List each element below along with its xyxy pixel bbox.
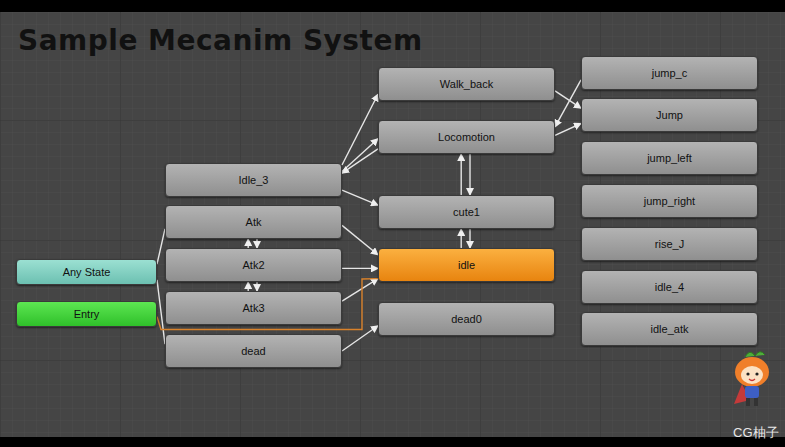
transition-arrow <box>157 229 165 264</box>
state-box: rise_J <box>581 227 758 261</box>
state-name: Atk3 <box>242 302 264 314</box>
state-name: idle_atk <box>651 323 689 335</box>
state-name: jump_left <box>647 152 692 164</box>
transition-arrow <box>461 154 462 195</box>
state-box: Locomotion <box>378 120 555 154</box>
transition-arrow <box>342 225 378 254</box>
state-name: dead0 <box>451 313 482 325</box>
transition-arrow <box>555 124 581 136</box>
state-box: Atk2 <box>165 248 342 282</box>
transition-arrow <box>469 229 470 248</box>
state-box: dead <box>165 334 342 368</box>
state-name: jump_right <box>644 195 695 207</box>
state-box: Atk3 <box>165 291 342 325</box>
transition-arrow <box>157 279 378 330</box>
state-name: Entry <box>74 308 100 320</box>
state-name: jump_c <box>652 67 687 79</box>
transition-arrow <box>256 239 257 248</box>
transition-arrow <box>157 280 165 344</box>
state-box: jump_left <box>581 141 758 175</box>
transition-arrow <box>247 239 248 248</box>
diagram-title: Sample Mecanim System <box>18 24 423 57</box>
state-name: Locomotion <box>438 131 495 143</box>
transition-arrow <box>342 149 378 173</box>
transition-arrow <box>461 229 462 248</box>
state-box: Any State <box>16 259 157 285</box>
transition-arrow <box>469 154 470 195</box>
state-name: idle <box>458 259 475 271</box>
state-box: Entry <box>16 301 157 327</box>
state-name: Atk <box>246 216 262 228</box>
state-box: idle_atk <box>581 312 758 346</box>
state-box: cute1 <box>378 195 555 229</box>
transition-arrow <box>247 282 248 291</box>
transition-arrow <box>256 282 257 291</box>
state-box: jump_c <box>581 56 758 90</box>
state-name: Atk2 <box>242 259 264 271</box>
state-name: Idle_3 <box>239 174 269 186</box>
state-box: Atk <box>165 205 342 239</box>
state-name: Walk_back <box>440 78 493 90</box>
state-box: idle <box>378 248 555 282</box>
transition-arrow <box>342 94 378 165</box>
state-box: jump_right <box>581 184 758 218</box>
transition-arrow <box>342 268 378 269</box>
state-name: idle_4 <box>655 281 684 293</box>
state-box: Jump <box>581 98 758 132</box>
state-name: Any State <box>63 266 111 278</box>
transition-arrow <box>555 91 581 108</box>
state-name: dead <box>241 345 265 357</box>
transition-arrow <box>555 80 581 127</box>
transition-arrow <box>342 326 378 351</box>
state-box: Idle_3 <box>165 163 342 197</box>
transition-arrow <box>342 279 378 302</box>
state-name: Jump <box>656 109 683 121</box>
state-box: idle_4 <box>581 270 758 304</box>
state-box: dead0 <box>378 302 555 336</box>
transition-arrow <box>342 190 378 205</box>
state-box: Walk_back <box>378 67 555 101</box>
mascot-icon <box>734 352 769 406</box>
state-name: rise_J <box>655 238 684 250</box>
state-name: cute1 <box>453 206 480 218</box>
watermark: CG柚子 <box>733 424 779 442</box>
